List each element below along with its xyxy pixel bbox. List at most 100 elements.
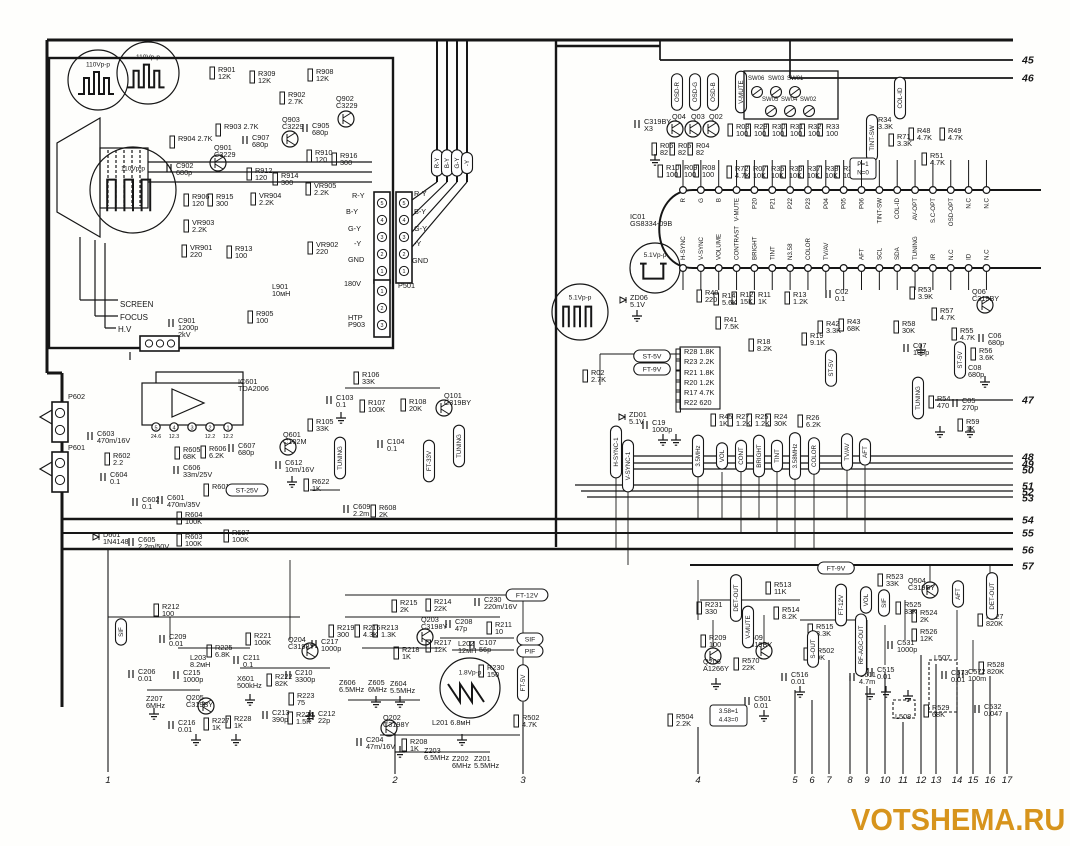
net-label-pill: RF-AGC-OUT [854, 613, 868, 677]
switch-icon [788, 85, 802, 99]
net-label-pill: FT-9V [817, 561, 855, 575]
net-label-pill: 3.58MHz [788, 432, 802, 480]
net-label-pill: ST-5V [953, 341, 967, 379]
bottom-pin-number: 14 [952, 775, 963, 786]
ic01-top-pin-label: G [698, 198, 705, 203]
resistor-symbol [667, 713, 673, 727]
ic01-bottom-pin-label: TINT [769, 246, 776, 260]
diode-symbol [92, 533, 101, 541]
connector-pin-number: 3 [403, 235, 406, 241]
ic01-pin [696, 264, 705, 273]
ground-symbol [658, 434, 668, 446]
ic01-pin [893, 186, 902, 195]
resistor-symbol [748, 338, 754, 352]
ic01-bottom-pin-label: TUNING [912, 236, 919, 260]
component-label: R903 2.7K [224, 122, 259, 131]
ic601-pin-value: 12.2 [205, 434, 215, 440]
transistor-icon [279, 438, 297, 456]
resistor-symbol [306, 149, 312, 163]
resistor-symbol [713, 292, 719, 306]
capacitor-symbol [642, 421, 648, 429]
resistor-symbol [353, 371, 359, 385]
component-label: P601 [68, 443, 85, 452]
diode-symbol [618, 413, 627, 421]
ic601-pin-number: 1 [226, 425, 229, 431]
resistor-symbol [700, 634, 706, 648]
resistor-symbol [303, 478, 309, 492]
resistor-symbol [209, 66, 215, 80]
capacitor-symbol [634, 120, 640, 128]
resistor-symbol [726, 165, 732, 179]
net-label-text: V-SYNC-1 [625, 451, 632, 480]
component-label: L508 [895, 712, 911, 721]
ground-symbol [711, 678, 721, 690]
connector-pin-number: 3 [381, 235, 384, 241]
net-label-pill: OSD-B [706, 73, 720, 111]
net-label-pill: B-Y [440, 149, 454, 177]
net-label-text: TINT-SW [869, 125, 876, 151]
connector-pin-number: 1 [381, 269, 384, 275]
ic01-bottom-pin-label: SCL [876, 247, 883, 260]
ic601-pin-number: 4 [172, 425, 175, 431]
net-label-text: VOL [863, 593, 870, 606]
bottom-pin-number: 9 [864, 775, 870, 786]
resistor-symbol [391, 599, 397, 613]
resistor-symbol [250, 192, 256, 206]
capacitor-symbol [128, 670, 134, 678]
resistor-symbol [744, 165, 750, 179]
ground-symbol [336, 412, 346, 424]
ic601-pin [169, 422, 179, 432]
waveform-inset: 110Vp-p [89, 146, 177, 234]
capacitor-symbol [173, 671, 179, 679]
resistor-symbol [746, 413, 752, 427]
resistor-symbol [931, 307, 937, 321]
component-label: G-Y [414, 224, 427, 233]
ground-symbol [935, 426, 945, 438]
edge-line-number: 46 [1021, 73, 1034, 85]
waveform-inset: 110Vp-p [67, 49, 129, 111]
resistor-symbol [911, 609, 917, 623]
ic601-pin [151, 422, 161, 432]
resistor-symbol [733, 657, 739, 671]
net-label-text: OSD-B [710, 82, 717, 102]
resistor-symbol [223, 529, 229, 543]
connector-pin [376, 302, 388, 314]
connector-pin [376, 265, 388, 277]
connector-pin-number: 2 [381, 252, 384, 258]
resistor-symbol [765, 581, 771, 595]
waveform-inset: 110Vp-p [116, 41, 180, 105]
capacitor-symbol [974, 705, 980, 713]
resistor-symbol [957, 418, 963, 432]
